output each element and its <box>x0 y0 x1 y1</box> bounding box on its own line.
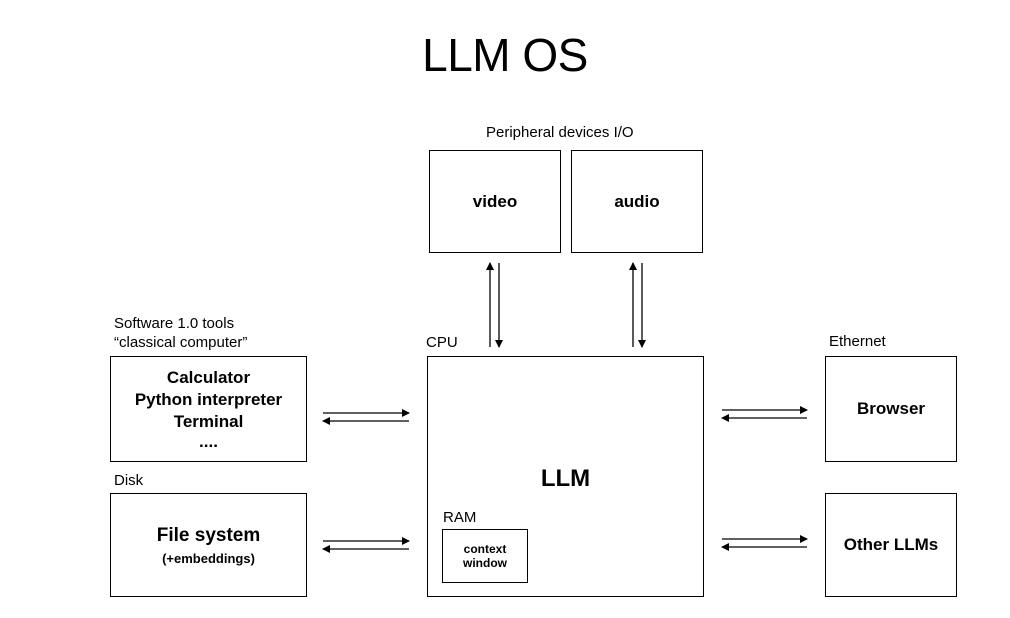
tools-label-line2: “classical computer” <box>114 334 248 351</box>
video-llm-arrows <box>486 262 503 348</box>
diagram-title: LLM OS <box>422 29 588 81</box>
other-llms-label: Other LLMs <box>843 535 939 554</box>
disk-box: File system (+embeddings) <box>110 493 307 597</box>
browser-box: Browser <box>825 356 957 462</box>
video-label: video <box>472 191 518 211</box>
video-box: video <box>429 150 561 253</box>
embeddings-label: (+embeddings) <box>162 550 255 566</box>
disk-label: Disk <box>114 472 144 489</box>
llm-label: LLM <box>540 465 591 492</box>
llm-box: LLM RAM context window <box>427 356 704 597</box>
tools-item: Calculator <box>166 368 251 387</box>
audio-box: audio <box>571 150 703 253</box>
tools-item: .... <box>199 432 218 451</box>
other-llms-box: Other LLMs <box>825 493 957 597</box>
audio-label: audio <box>614 191 660 211</box>
llm-other-llms-arrows <box>721 535 808 551</box>
llm-browser-arrows <box>721 406 808 422</box>
tools-label-line1: Software 1.0 tools <box>114 315 235 332</box>
ram-label: RAM <box>443 509 477 526</box>
context-window-line2: window <box>463 556 507 570</box>
file-system-label: File system <box>156 524 261 546</box>
cpu-label: CPU <box>426 334 458 351</box>
browser-label: Browser <box>856 399 926 418</box>
audio-llm-arrows <box>629 262 646 348</box>
context-window-line1: context <box>463 542 507 556</box>
ethernet-label: Ethernet <box>829 333 886 350</box>
disk-llm-arrows <box>322 537 410 553</box>
tools-llm-arrows <box>322 409 410 425</box>
peripheral-label: Peripheral devices I/O <box>486 124 634 141</box>
tools-item: Terminal <box>173 412 244 431</box>
tools-box: Calculator Python interpreter Terminal .… <box>110 356 307 462</box>
context-window-box: context window <box>442 529 528 583</box>
tools-item: Python interpreter <box>134 390 283 409</box>
